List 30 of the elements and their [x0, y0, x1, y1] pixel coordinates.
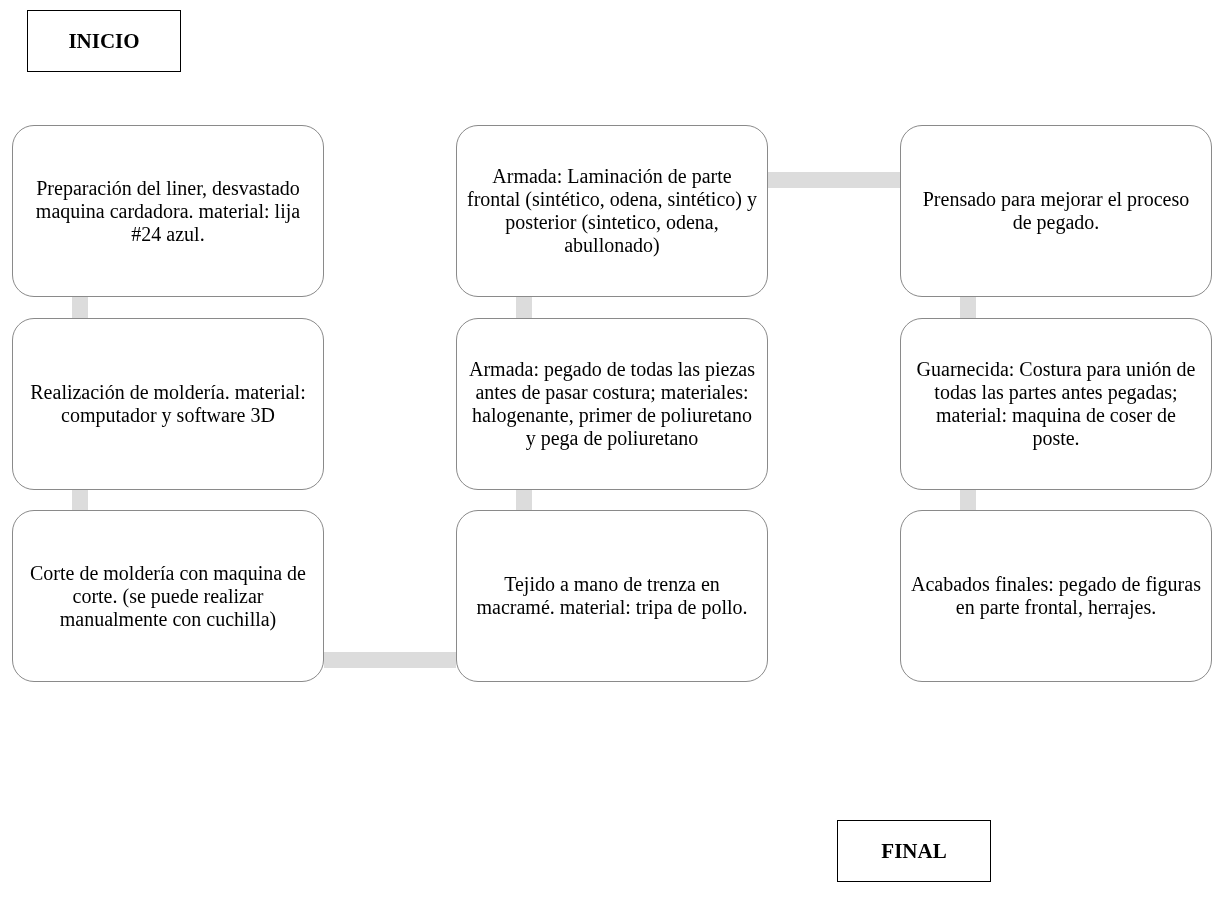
process-box — [12, 318, 324, 490]
process-box — [456, 318, 768, 490]
process-box — [456, 510, 768, 682]
process-box — [456, 125, 768, 297]
connector-bar — [960, 490, 976, 510]
connector-bar — [72, 490, 88, 510]
step-text: Preparación del liner, desvastado maquina cardadora. material: lija #24 azul. — [34, 176, 302, 246]
terminal-box — [27, 10, 181, 72]
terminal-label: FINAL — [881, 838, 947, 864]
connector-bar — [72, 297, 88, 318]
step-text: Prensado para mejorar el proceso de pegado. — [921, 188, 1191, 234]
connector-bar — [324, 652, 456, 668]
step-text: Realización de moldería. material: computador y software 3D — [29, 381, 307, 427]
step-text: Corte de moldería con maquina de corte. (se puede realizar manualmente con cuchilla) — [29, 561, 307, 631]
step-text: Armada: Laminación de parte frontal (sintético, odena, sintético) y posterior (sintetico, odena, abullonado) — [467, 165, 757, 257]
step-text: Armada: pegado de todas las piezas antes de pasar costura; materiales: halogenante, primer de poliuretano y pega de poliuretano — [468, 358, 756, 450]
connector-bar — [960, 297, 976, 318]
terminal-label: INICIO — [68, 28, 140, 54]
step-text: Guarnecida: Costura para unión de todas las partes antes pegadas; material: maquina de coser de poste. — [915, 358, 1197, 450]
process-box — [900, 510, 1212, 682]
process-box — [12, 125, 324, 297]
step-text: Tejido a mano de trenza en macramé. material: tripa de pollo. — [475, 573, 749, 619]
process-box — [900, 318, 1212, 490]
connector-bar — [516, 297, 532, 318]
process-box — [12, 510, 324, 682]
connector-bar — [516, 490, 532, 510]
connector-bar — [768, 172, 900, 188]
terminal-box — [837, 820, 991, 882]
process-box — [900, 125, 1212, 297]
step-text: Acabados finales: pegado de figuras en parte frontal, herrajes. — [911, 573, 1201, 619]
